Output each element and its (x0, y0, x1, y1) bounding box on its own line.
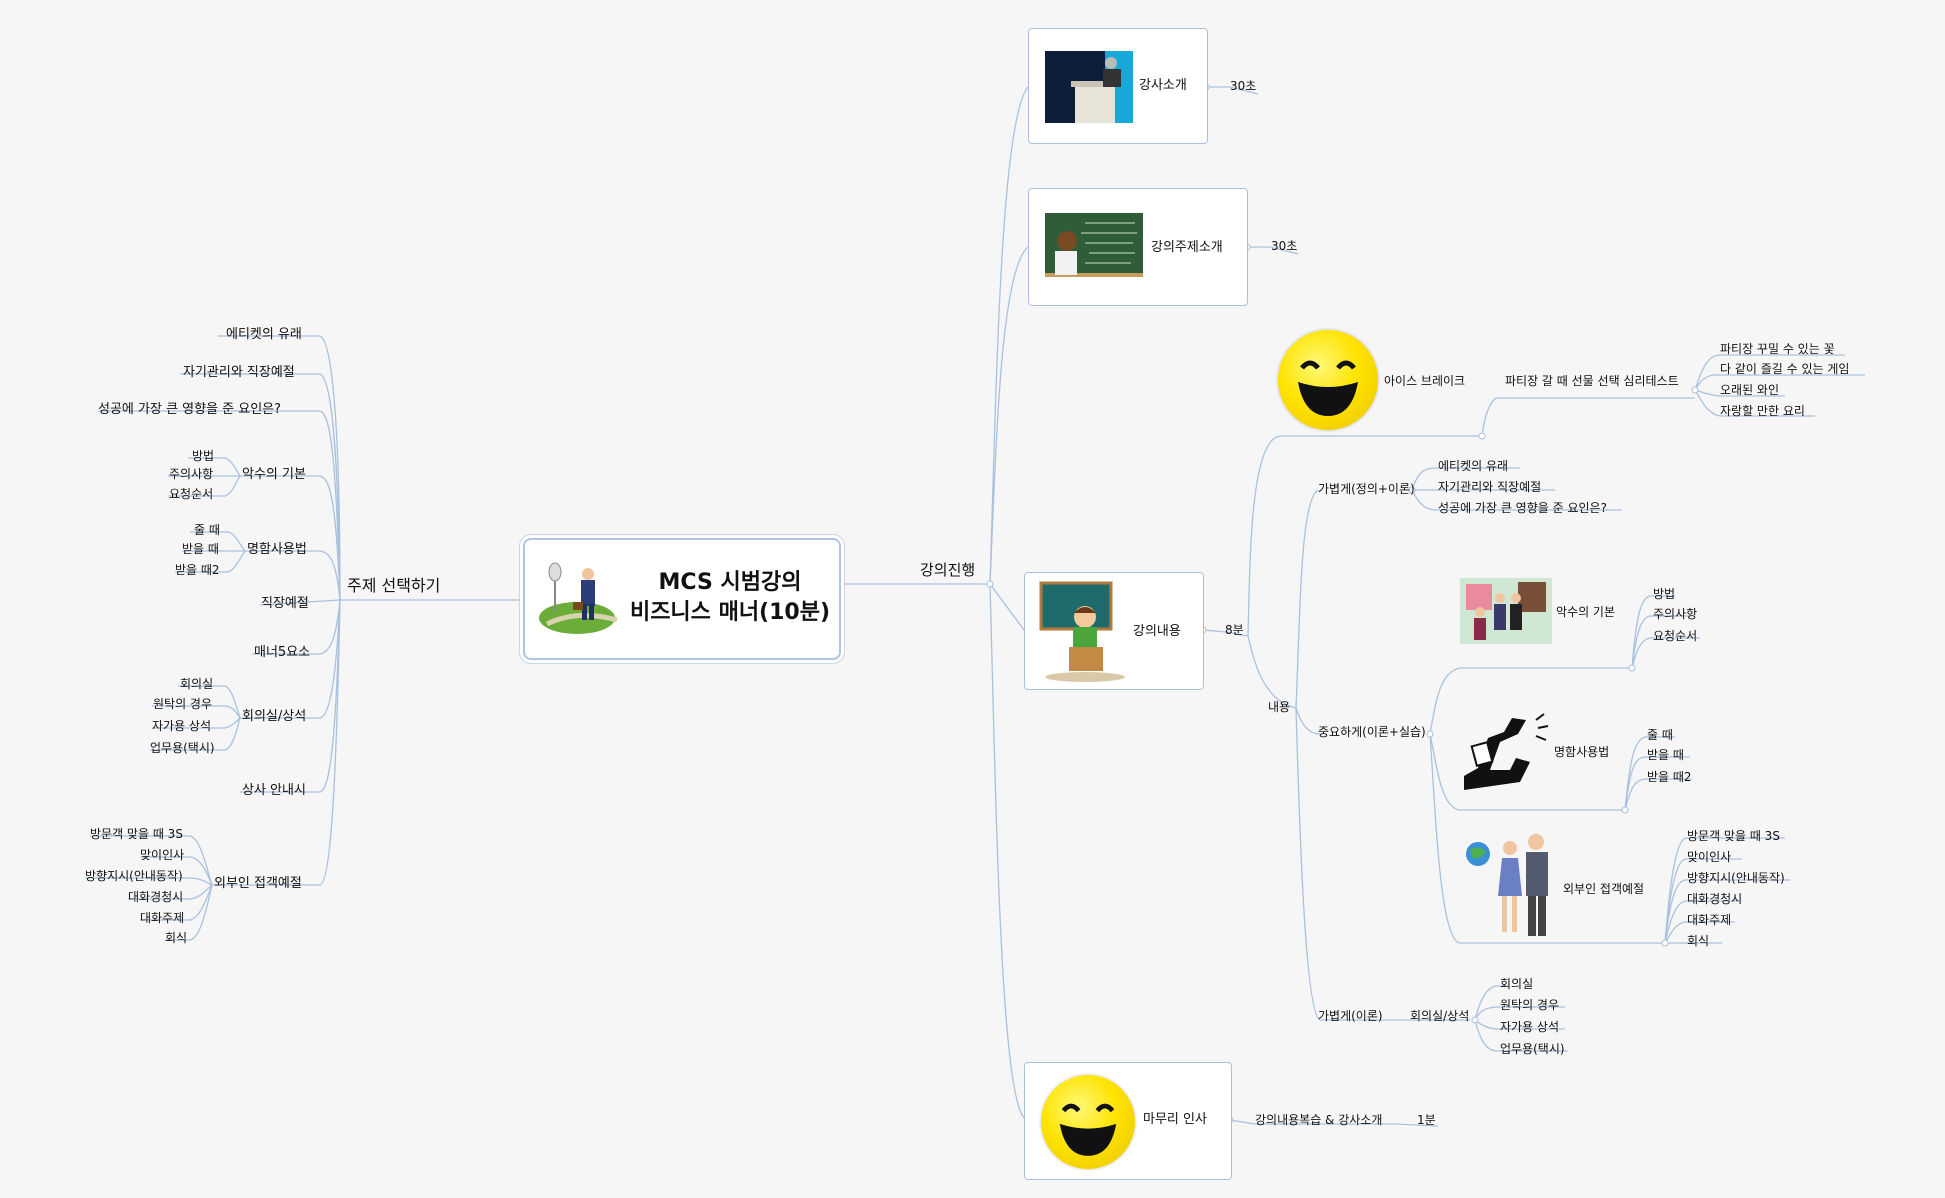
left-card-receive2[interactable]: 받을 때2 (175, 563, 220, 577)
left-visitor-3s[interactable]: 방문객 맞을 때 3S (90, 827, 183, 841)
central-title-line1: MCS 시범강의 (658, 570, 802, 595)
handshake-method[interactable]: 방법 (1653, 587, 1676, 601)
left-visitor-listening[interactable]: 대화경청시 (128, 890, 184, 904)
handshake-order[interactable]: 요청순서 (1653, 629, 1698, 643)
branch-topic-select[interactable]: 주제 선택하기 (347, 576, 441, 595)
left-visitor-direction[interactable]: 방향지시(안내동작) (85, 869, 183, 883)
left-item-etiquette-origin[interactable]: 에티켓의 유래 (226, 327, 302, 342)
visitor-label[interactable]: 외부인 접객예절 (1563, 882, 1645, 896)
node-closing[interactable]: 마무리 인사 (1024, 1062, 1232, 1180)
visitor-listening[interactable]: 대화경청시 (1687, 892, 1743, 906)
meeting-room-label[interactable]: 회의실/상석 (1410, 1009, 1470, 1023)
light-theory-item-success[interactable]: 성공에 가장 큰 영향을 준 요인은? (1438, 501, 1607, 515)
left-item-boss-guide[interactable]: 상사 안내시 (242, 783, 306, 798)
left-visitor-dinner[interactable]: 회식 (165, 931, 188, 945)
node-topic-intro[interactable]: 강의주제소개 (1028, 188, 1248, 306)
left-card-give[interactable]: 줄 때 (194, 523, 220, 537)
closing-review[interactable]: 강의내용복습 & 강사소개 (1255, 1113, 1383, 1127)
card-thrower-icon (1460, 712, 1552, 800)
left-item-manner5[interactable]: 매너5요소 (254, 645, 311, 660)
left-handshake-method[interactable]: 방법 (192, 449, 215, 463)
icebreak-option-wine[interactable]: 오래된 와인 (1720, 383, 1780, 397)
visitor-direction[interactable]: 방향지시(안내동작) (1687, 871, 1785, 885)
businessman-illustration (537, 554, 623, 644)
light-theory-item-origin[interactable]: 에티켓의 유래 (1438, 459, 1509, 473)
visitor-topic[interactable]: 대화주제 (1687, 913, 1732, 927)
handshake-caution[interactable]: 주의사항 (1653, 607, 1698, 621)
card-receive[interactable]: 받을 때 (1647, 748, 1684, 762)
left-item-workplace[interactable]: 직장예절 (261, 596, 309, 611)
icebreak-option-game[interactable]: 다 같이 즐길 수 있는 게임 (1720, 362, 1850, 376)
topic-intro-label: 강의주제소개 (1151, 240, 1223, 255)
teacher-image (1039, 581, 1131, 687)
meeting-taxi-item[interactable]: 업무용(택시) (1500, 1042, 1565, 1056)
important-practice-label[interactable]: 중요하게(이론+실습) (1318, 725, 1426, 739)
instructor-intro-label: 강사소개 (1139, 78, 1187, 93)
left-visitor-greeting[interactable]: 맞이인사 (140, 848, 185, 862)
handshake-label[interactable]: 악수의 기본 (1556, 605, 1616, 619)
card-receive2[interactable]: 받을 때2 (1647, 770, 1692, 784)
icebreak-test[interactable]: 파티장 갈 때 선물 선택 심리테스트 (1505, 374, 1679, 388)
left-item-success-factor[interactable]: 성공에 가장 큰 영향을 준 요인은? (98, 402, 282, 417)
meeting-room-item[interactable]: 회의실 (1500, 977, 1534, 991)
handshake-image (1460, 578, 1552, 648)
closing-time[interactable]: 1분 (1417, 1113, 1436, 1127)
content-node[interactable]: 내용 (1268, 700, 1291, 714)
card-label[interactable]: 명함사용법 (1554, 745, 1610, 759)
smiley-closing-icon (1041, 1075, 1135, 1169)
icebreak-option-dish[interactable]: 자랑할 만한 요리 (1720, 404, 1805, 418)
left-item-visitor[interactable]: 외부인 접객예절 (214, 876, 302, 891)
visitor-greeting-image (1464, 830, 1560, 944)
visitor-dinner[interactable]: 회식 (1687, 934, 1710, 948)
instructor-intro-time[interactable]: 30초 (1230, 79, 1257, 93)
left-visitor-topic[interactable]: 대화주제 (140, 911, 185, 925)
podium-image (1045, 51, 1133, 127)
card-give[interactable]: 줄 때 (1647, 728, 1673, 742)
closing-label: 마무리 인사 (1143, 1112, 1207, 1127)
left-handshake-order[interactable]: 요청순서 (169, 487, 214, 501)
left-item-business-card[interactable]: 명함사용법 (247, 542, 307, 557)
blackboard-image (1045, 213, 1143, 281)
visitor-3s[interactable]: 방문객 맞을 때 3S (1687, 829, 1780, 843)
node-instructor-intro[interactable]: 강사소개 (1028, 28, 1208, 144)
light-theory-item-self[interactable]: 자기관리와 직장예절 (1438, 480, 1542, 494)
smiley-icebreak-icon (1278, 330, 1378, 430)
icebreak-label[interactable]: 아이스 브레이크 (1384, 374, 1466, 388)
left-meeting-car[interactable]: 자가용 상석 (152, 719, 212, 733)
light-theory-label[interactable]: 가볍게(정의+이론) (1318, 482, 1415, 496)
meeting-car-item[interactable]: 자가용 상석 (1500, 1020, 1560, 1034)
lecture-content-time[interactable]: 8분 (1225, 623, 1244, 637)
visitor-greeting[interactable]: 맞이인사 (1687, 850, 1732, 864)
lecture-content-label: 강의내용 (1133, 624, 1181, 639)
left-meeting-room[interactable]: 회의실 (180, 677, 214, 691)
topic-intro-time[interactable]: 30초 (1271, 239, 1298, 253)
left-card-receive[interactable]: 받을 때 (182, 542, 219, 556)
icebreak-option-flowers[interactable]: 파티장 꾸밀 수 있는 꽃 (1720, 342, 1835, 356)
light-theory2-label[interactable]: 가볍게(이론) (1318, 1009, 1383, 1023)
branch-lecture-progress[interactable]: 강의진행 (920, 561, 976, 579)
left-meeting-taxi[interactable]: 업무용(택시) (150, 741, 215, 755)
left-handshake-caution[interactable]: 주의사항 (169, 467, 214, 481)
node-lecture-content[interactable]: 강의내용 (1024, 572, 1204, 690)
central-topic[interactable]: MCS 시범강의 비즈니스 매너(10분) (523, 538, 841, 660)
left-item-self-management[interactable]: 자기관리와 직장예절 (183, 365, 295, 380)
left-item-handshake[interactable]: 악수의 기본 (242, 467, 306, 482)
meeting-round-item[interactable]: 원탁의 경우 (1500, 998, 1560, 1012)
left-meeting-round[interactable]: 원탁의 경우 (153, 697, 213, 711)
central-title-line2: 비즈니스 매너(10분) (629, 600, 831, 625)
left-item-meeting-room[interactable]: 회의실/상석 (242, 709, 307, 724)
